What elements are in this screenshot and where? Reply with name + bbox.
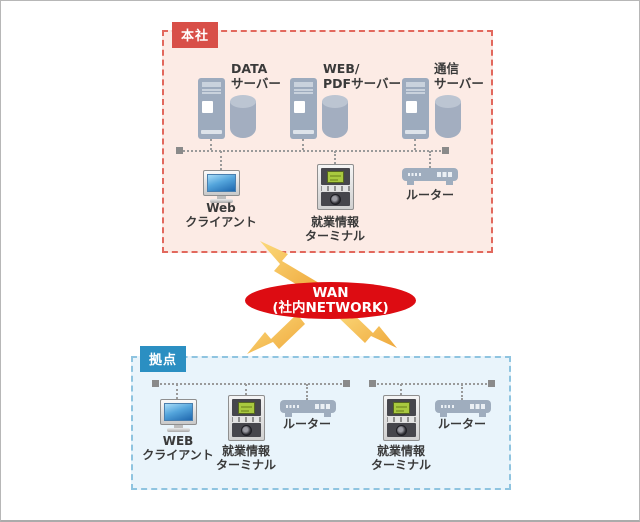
terminal-screen — [238, 401, 255, 414]
terminal-lower-panel — [321, 192, 350, 206]
connector-line — [210, 139, 212, 150]
data-server-label-line1: DATA — [231, 61, 268, 76]
terminal-screen — [393, 401, 410, 414]
terminal-dial — [330, 193, 341, 205]
database-cylinder-icon — [230, 95, 256, 138]
comm-server-label-line2: サーバー — [434, 76, 484, 91]
terminal-buttons — [321, 186, 350, 191]
headquarters-label: 本社 — [172, 22, 219, 48]
router-body — [280, 400, 336, 413]
branch-web-client-label-line1: WEB — [162, 434, 194, 448]
data-server-icon — [198, 78, 225, 139]
router-body — [435, 400, 491, 413]
branch-web-client-label-line2: クライアント — [142, 448, 214, 462]
terminal-buttons — [232, 417, 261, 422]
branch2-router-icon — [435, 400, 491, 419]
terminal-lower-panel — [387, 423, 416, 437]
branch2-terminal-label-line2: ターミナル — [370, 458, 431, 472]
web-client-icon — [203, 170, 240, 203]
branch-terminal-icon — [228, 395, 265, 441]
branch-label: 拠点 — [140, 346, 187, 372]
comm-server-label: 通信サーバー — [434, 61, 554, 91]
web-client-label-line2: クライアント — [185, 215, 257, 229]
terminal-lower-panel — [232, 423, 261, 437]
data-server-label-line2: サーバー — [231, 76, 281, 91]
terminal-dial — [396, 424, 407, 436]
branch2-terminal-label-line1: 就業情報 — [376, 444, 425, 458]
monitor-screen — [207, 174, 236, 192]
connector-line — [461, 384, 463, 400]
headquarters-box — [162, 30, 493, 253]
connector-line — [245, 384, 247, 395]
branch2-router-label: ルーター — [437, 417, 486, 431]
connector-line — [334, 151, 336, 164]
branch-terminal-label-line2: ターミナル — [215, 458, 276, 472]
branch-terminal-label-line1: 就業情報 — [221, 444, 270, 458]
terminal-dial — [241, 424, 252, 436]
terminal-buttons — [387, 417, 416, 422]
branch-network-bus — [155, 383, 346, 385]
monitor-frame — [160, 399, 197, 425]
monitor-frame — [203, 170, 240, 196]
monitor-screen — [164, 403, 193, 421]
connector-line — [302, 139, 304, 150]
wan-label-line2: (社内NETWORK) — [272, 299, 389, 316]
connector-line — [400, 384, 402, 395]
comm-server-label-line1: 通信 — [434, 61, 460, 76]
branch-router-label: ルーター — [282, 417, 331, 431]
hq-router-icon — [402, 168, 458, 187]
webpdf-server-icon — [290, 78, 317, 139]
branch2-terminal-label: 就業情報ターミナル — [356, 444, 446, 472]
server-vents — [294, 82, 313, 94]
connector-line — [220, 151, 222, 170]
webpdf-server-label-line1: WEB/ — [323, 61, 360, 76]
database-cylinder-icon — [322, 95, 348, 138]
wan-label-line1: WAN — [312, 284, 349, 301]
bus-endpoint — [176, 147, 183, 154]
bus-endpoint — [488, 380, 495, 387]
webpdf-server-label: WEB/PDFサーバー — [323, 61, 443, 91]
branch-router-icon — [280, 400, 336, 419]
hq-terminal-label-line1: 就業情報 — [310, 215, 359, 229]
branch-web-client-icon — [160, 399, 197, 432]
terminal-panel — [321, 168, 350, 185]
connector-line — [306, 384, 308, 400]
wan-ellipse: WAN (社内NETWORK) — [245, 282, 416, 319]
server-vents — [406, 82, 425, 94]
terminal-panel — [387, 399, 416, 416]
hq-network-bus — [180, 150, 444, 152]
web-client-label-line1: Web — [206, 201, 236, 215]
branch2-terminal-icon — [383, 395, 420, 441]
hq-router-label: ルーター — [405, 188, 454, 202]
comm-server-icon — [402, 78, 429, 139]
bus-endpoint — [152, 380, 159, 387]
attendance-terminal-icon — [317, 164, 354, 210]
connector-line — [414, 139, 416, 150]
database-cylinder-icon — [435, 95, 461, 138]
connector-line — [176, 384, 178, 399]
terminal-panel — [232, 399, 261, 416]
lightning-bolt-icon — [247, 314, 305, 354]
hq-terminal-label-line2: ターミナル — [304, 229, 365, 243]
terminal-screen — [327, 170, 344, 183]
server-vents — [202, 82, 221, 94]
connector-line — [429, 151, 431, 168]
branch-terminal-label: 就業情報ターミナル — [201, 444, 291, 472]
bus-endpoint — [442, 147, 449, 154]
router-body — [402, 168, 458, 181]
branch-network-bus-2 — [372, 383, 491, 385]
bus-endpoint — [369, 380, 376, 387]
bus-endpoint — [343, 380, 350, 387]
hq-terminal-label: 就業情報ターミナル — [290, 215, 380, 243]
webpdf-server-label-line2: PDFサーバー — [323, 76, 401, 91]
